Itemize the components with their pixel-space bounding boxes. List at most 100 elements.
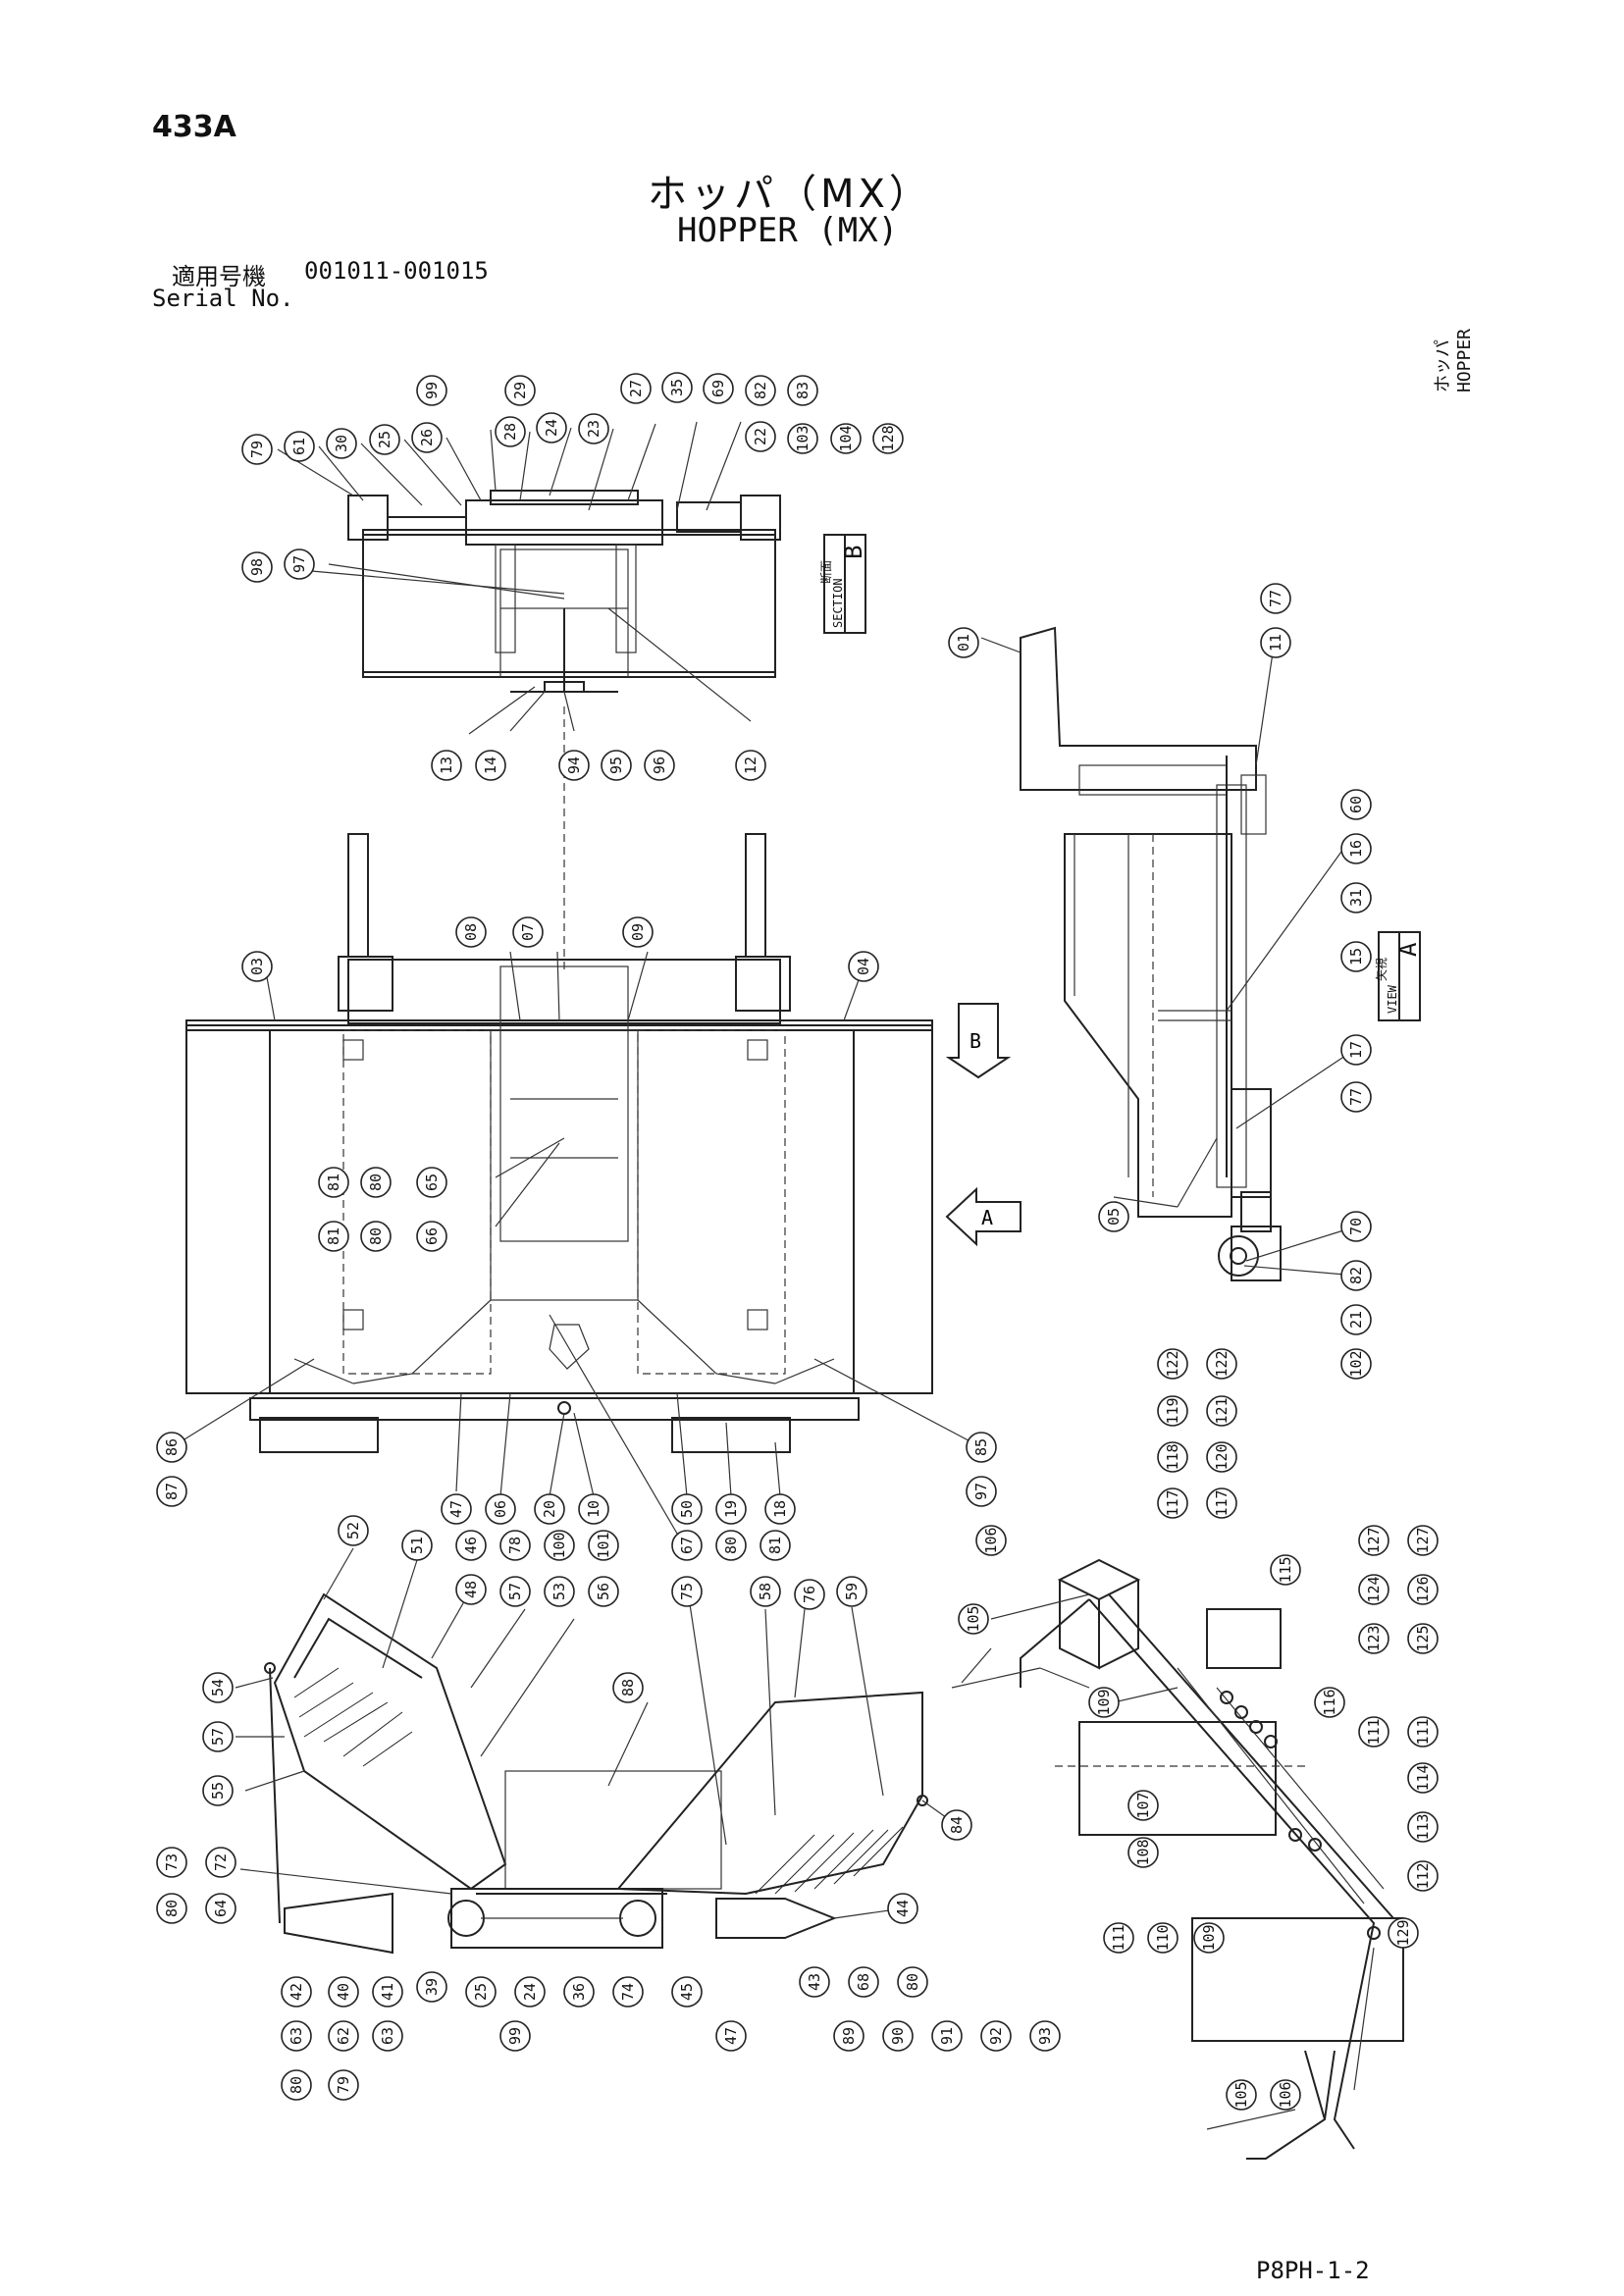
part-label: 54 bbox=[202, 1672, 234, 1703]
svg-text:05: 05 bbox=[1105, 1208, 1123, 1226]
svg-text:77: 77 bbox=[1347, 1088, 1365, 1106]
part-label: 117 bbox=[1206, 1487, 1237, 1519]
part-label: 119 bbox=[1157, 1395, 1188, 1427]
part-label: 65 bbox=[416, 1167, 447, 1198]
part-label: 01 bbox=[948, 627, 979, 658]
svg-text:76: 76 bbox=[801, 1586, 818, 1603]
svg-text:100: 100 bbox=[550, 1532, 568, 1558]
part-label: 106 bbox=[1270, 2079, 1301, 2111]
part-label: 99 bbox=[499, 2020, 531, 2052]
svg-text:104: 104 bbox=[837, 425, 855, 451]
part-label: 114 bbox=[1407, 1762, 1439, 1794]
part-label: 69 bbox=[703, 373, 734, 404]
part-label: 40 bbox=[328, 1976, 359, 2008]
part-label: 80 bbox=[360, 1221, 392, 1252]
part-label: 30 bbox=[326, 428, 357, 459]
part-label: 56 bbox=[588, 1576, 619, 1607]
svg-text:109: 109 bbox=[1200, 1924, 1218, 1951]
svg-text:61: 61 bbox=[290, 438, 308, 455]
part-label: 110 bbox=[1147, 1922, 1179, 1954]
part-label: 51 bbox=[401, 1530, 433, 1561]
svg-text:07: 07 bbox=[519, 923, 537, 941]
svg-text:122: 122 bbox=[1164, 1350, 1181, 1377]
part-label: 111 bbox=[1407, 1716, 1439, 1748]
svg-text:111: 111 bbox=[1110, 1924, 1127, 1951]
svg-text:06: 06 bbox=[492, 1500, 509, 1518]
svg-text:108: 108 bbox=[1134, 1839, 1152, 1865]
view-a-en: VIEW bbox=[1386, 984, 1399, 1014]
svg-text:128: 128 bbox=[879, 425, 897, 451]
svg-text:121: 121 bbox=[1213, 1397, 1231, 1424]
part-label: 105 bbox=[958, 1603, 989, 1635]
arrow-b: B bbox=[945, 1003, 1012, 1079]
part-label: 108 bbox=[1127, 1837, 1159, 1868]
svg-text:20: 20 bbox=[541, 1500, 558, 1518]
part-label: 123 bbox=[1358, 1623, 1389, 1654]
svg-text:51: 51 bbox=[408, 1537, 426, 1554]
svg-text:99: 99 bbox=[506, 2027, 524, 2045]
part-label: 112 bbox=[1407, 1860, 1439, 1892]
part-label: 92 bbox=[980, 2020, 1012, 2052]
svg-text:57: 57 bbox=[506, 1583, 524, 1600]
part-label: 24 bbox=[514, 1976, 546, 2008]
svg-text:94: 94 bbox=[565, 757, 583, 774]
svg-text:59: 59 bbox=[843, 1583, 861, 1600]
part-label: 79 bbox=[241, 434, 273, 465]
svg-text:21: 21 bbox=[1347, 1311, 1365, 1329]
svg-text:69: 69 bbox=[709, 380, 727, 397]
svg-text:27: 27 bbox=[627, 380, 645, 397]
part-label: 82 bbox=[745, 375, 776, 406]
svg-text:90: 90 bbox=[889, 2027, 907, 2045]
part-label: 81 bbox=[318, 1167, 349, 1198]
title-english: HOPPER (MX) bbox=[677, 211, 899, 250]
view-a-side-view bbox=[1020, 626, 1282, 1281]
section-b-en: SECTION bbox=[831, 578, 845, 628]
part-label: 122 bbox=[1157, 1348, 1188, 1380]
serial-label-english: Serial No. bbox=[152, 285, 294, 312]
svg-text:79: 79 bbox=[335, 2076, 352, 2094]
svg-text:87: 87 bbox=[163, 1483, 181, 1500]
section-b-box: 断面 SECTION B bbox=[818, 534, 867, 634]
svg-text:12: 12 bbox=[742, 757, 760, 774]
svg-text:80: 80 bbox=[367, 1227, 385, 1245]
part-label: 27 bbox=[620, 373, 652, 404]
part-label: 63 bbox=[281, 2020, 312, 2052]
part-label: 89 bbox=[833, 2020, 864, 2052]
svg-text:57: 57 bbox=[209, 1728, 227, 1746]
svg-text:48: 48 bbox=[462, 1581, 480, 1598]
svg-text:127: 127 bbox=[1365, 1527, 1383, 1553]
part-label: 128 bbox=[872, 423, 904, 454]
part-label: 04 bbox=[848, 951, 879, 982]
svg-text:72: 72 bbox=[212, 1853, 230, 1871]
part-label: 09 bbox=[622, 916, 654, 948]
svg-text:29: 29 bbox=[511, 382, 529, 399]
part-label: 03 bbox=[241, 951, 273, 982]
part-label: 63 bbox=[372, 2020, 403, 2052]
svg-text:111: 111 bbox=[1414, 1718, 1432, 1745]
part-label: 122 bbox=[1206, 1348, 1237, 1380]
svg-text:42: 42 bbox=[288, 1983, 305, 2001]
part-label: 78 bbox=[499, 1530, 531, 1561]
part-label: 47 bbox=[715, 2020, 747, 2052]
part-label: 94 bbox=[558, 750, 590, 781]
part-label: 83 bbox=[787, 375, 818, 406]
svg-text:63: 63 bbox=[379, 2027, 396, 2045]
part-label: 109 bbox=[1193, 1922, 1225, 1954]
svg-text:122: 122 bbox=[1213, 1350, 1231, 1377]
part-label: 68 bbox=[848, 1966, 879, 1998]
part-label: 50 bbox=[671, 1493, 703, 1525]
part-label: 47 bbox=[441, 1493, 472, 1525]
svg-text:114: 114 bbox=[1414, 1764, 1432, 1791]
part-label: 57 bbox=[499, 1576, 531, 1607]
svg-text:88: 88 bbox=[619, 1679, 637, 1696]
svg-text:28: 28 bbox=[501, 423, 519, 441]
svg-text:79: 79 bbox=[248, 441, 266, 458]
part-label: 116 bbox=[1314, 1687, 1345, 1718]
part-label: 25 bbox=[465, 1976, 497, 2008]
svg-text:105: 105 bbox=[1232, 2081, 1250, 2108]
part-label: 39 bbox=[416, 1971, 447, 2003]
part-label: 21 bbox=[1340, 1304, 1372, 1335]
part-label: 19 bbox=[715, 1493, 747, 1525]
part-label: 95 bbox=[601, 750, 632, 781]
svg-text:96: 96 bbox=[651, 757, 668, 774]
